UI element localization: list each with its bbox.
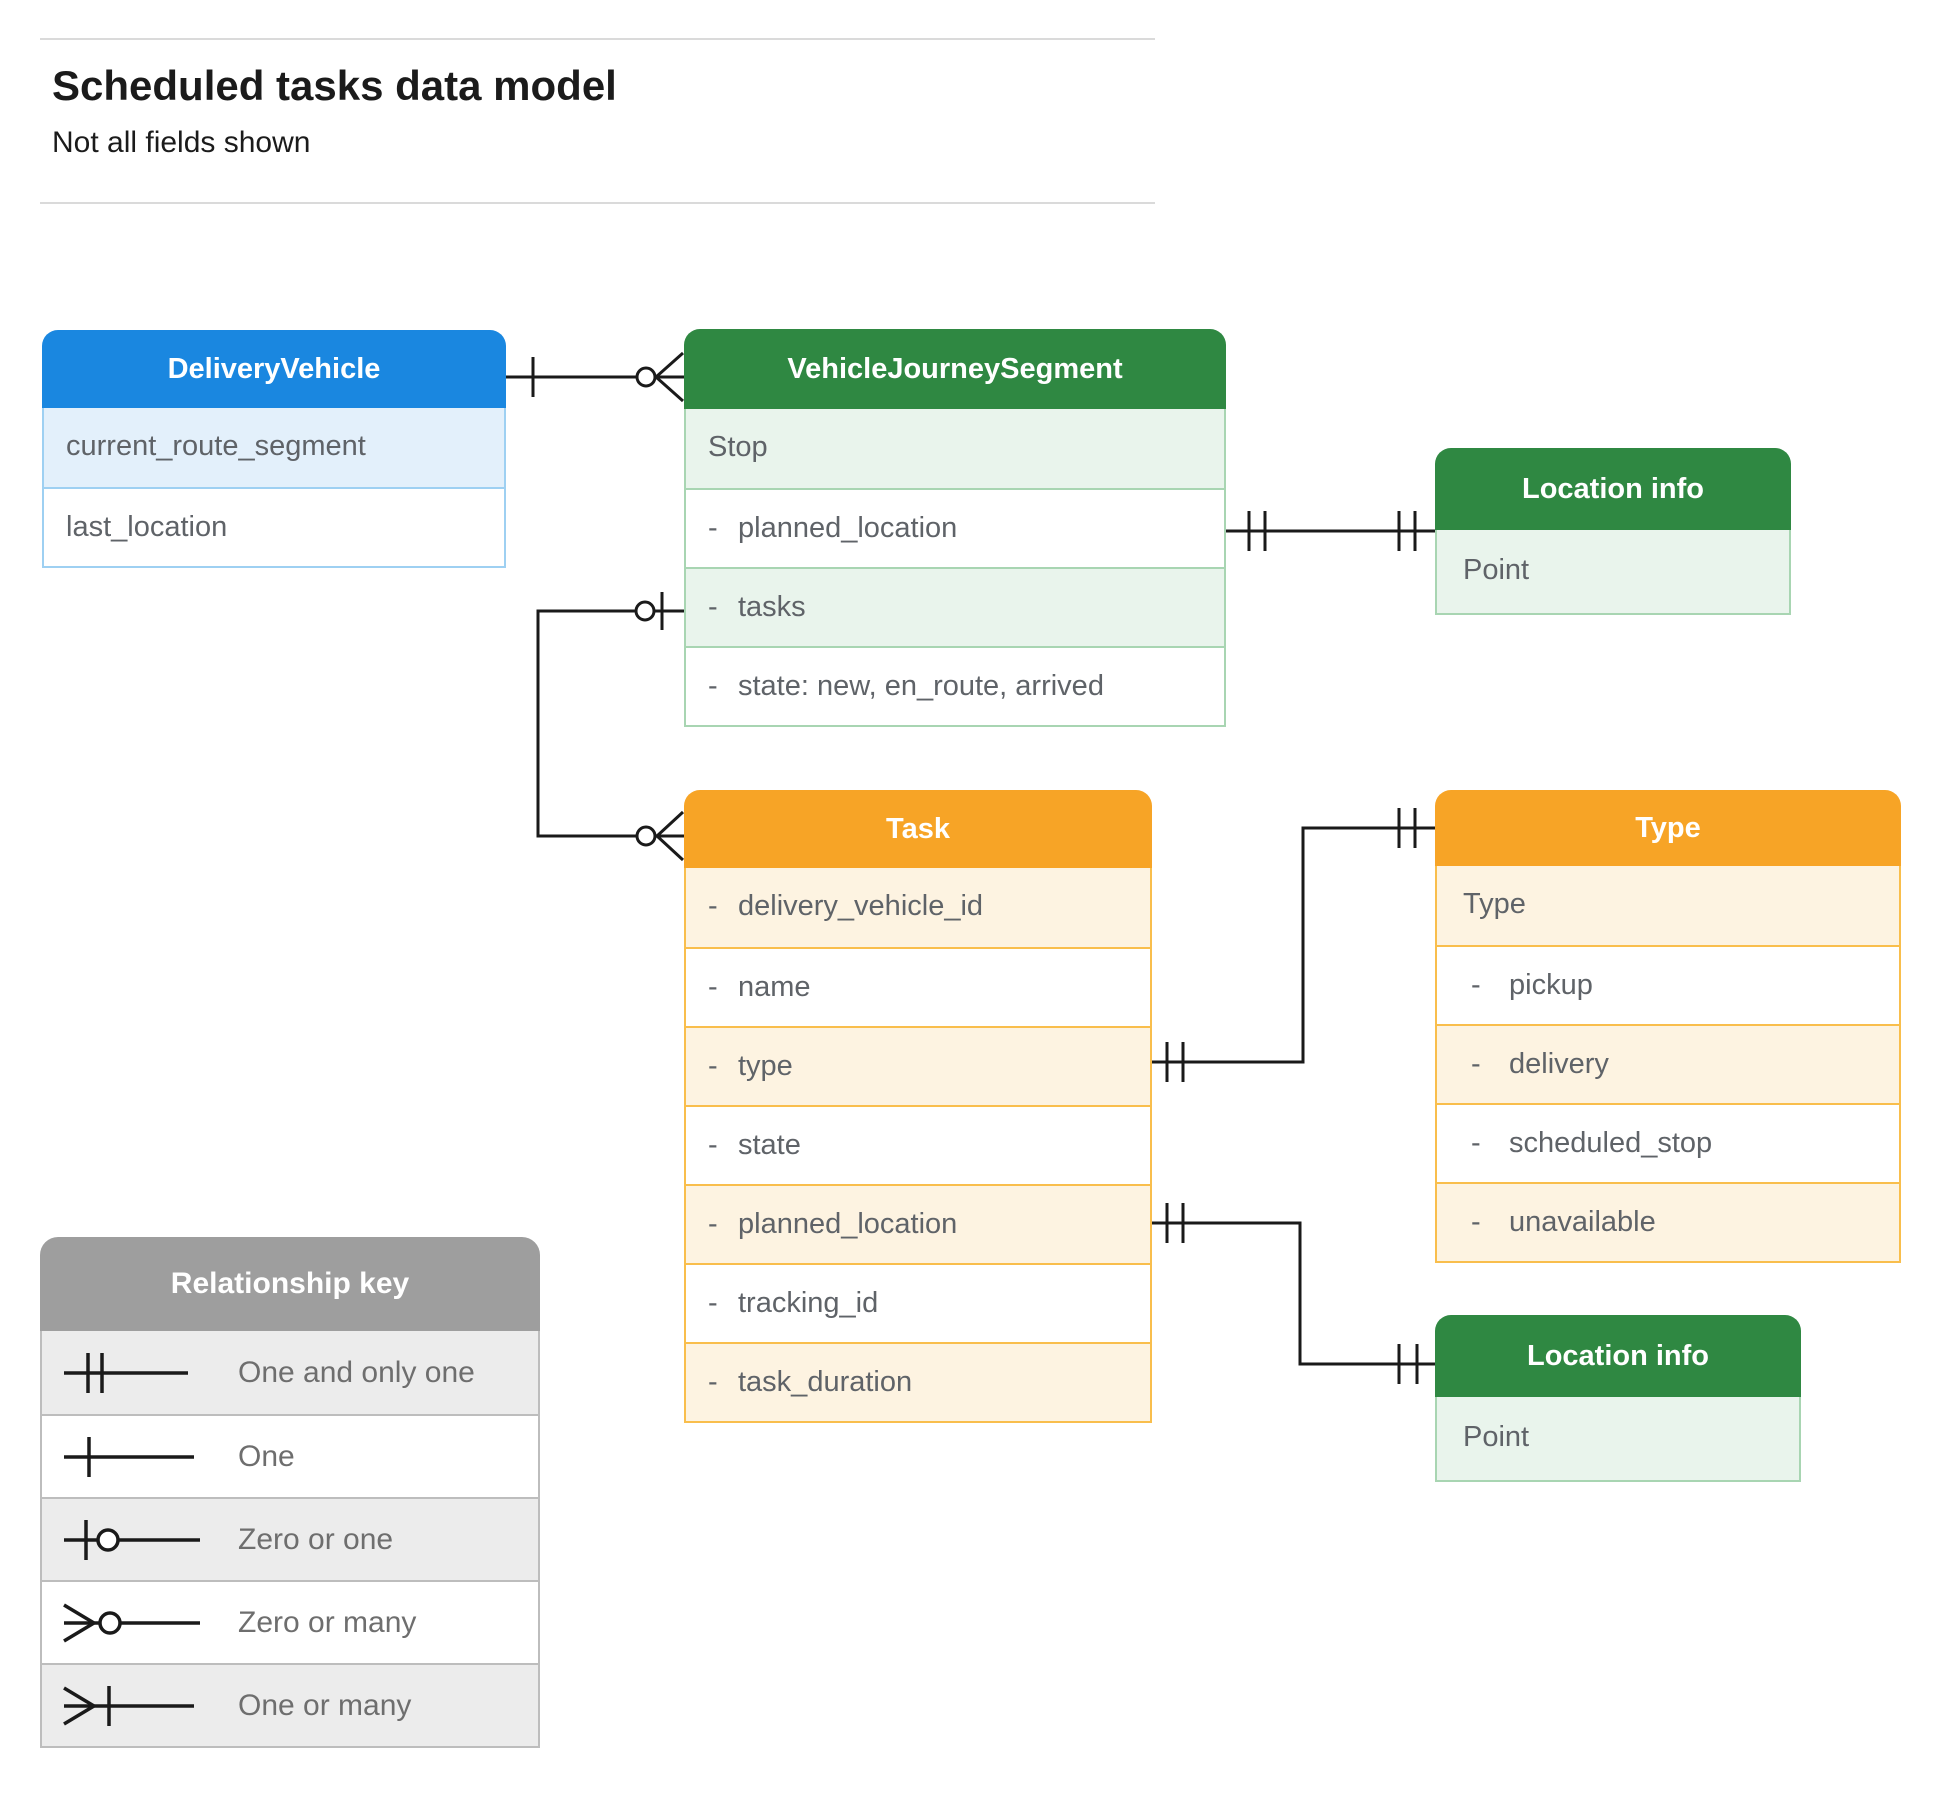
connector-tasks-to-task [536, 592, 685, 862]
field-pickup: -pickup [1437, 945, 1899, 1024]
legend-label: Zero or many [238, 1606, 417, 1639]
field-last-location: last_location [44, 487, 504, 566]
field-delivery: -delivery [1437, 1024, 1899, 1103]
field-state: -state [686, 1105, 1150, 1184]
one-and-only-one-icon [64, 1352, 188, 1393]
field-scheduled-stop: -scheduled_stop [1437, 1103, 1899, 1182]
connector-tasktype-to-type [1152, 808, 1435, 1082]
legend-item-one-or-many: One or many [42, 1663, 538, 1746]
zero-or-many-icon [63, 1602, 200, 1643]
legend-item-one-and-only-one: One and only one [42, 1331, 538, 1414]
field-tasks: -tasks [686, 567, 1224, 646]
title-divider [40, 202, 1155, 204]
entity-location-info-bottom: Location info Point [1435, 1315, 1801, 1482]
relationship-key-body: One and only one One Zero or one Zero or… [40, 1331, 540, 1748]
entity-type: Type Type -pickup -delivery -scheduled_s… [1435, 790, 1901, 1263]
connector-taskplannedlocation-to-locationinfo-bottom [1152, 1203, 1435, 1384]
entity-task: Task -delivery_vehicle_id -name -type -s… [684, 790, 1152, 1423]
page-subtitle: Not all fields shown [52, 126, 311, 159]
one-icon [64, 1436, 194, 1477]
field-task-duration: -task_duration [686, 1342, 1150, 1421]
field-current-route-segment: current_route_segment [44, 408, 504, 487]
field-state: -state: new, en_route, arrived [686, 646, 1224, 725]
one-or-many-icon [63, 1685, 194, 1726]
zero-or-one-icon [64, 1519, 200, 1560]
entity-type-body: Type -pickup -delivery -scheduled_stop -… [1435, 866, 1901, 1263]
field-planned-location: -planned_location [686, 1184, 1150, 1263]
entity-location-info-bottom-title: Location info [1435, 1315, 1801, 1397]
connector-plannedlocation-to-locationinfo-top [1226, 511, 1435, 551]
field-delivery-vehicle-id: -delivery_vehicle_id [686, 868, 1150, 947]
legend-label: Zero or one [238, 1523, 394, 1556]
field-unavailable: -unavailable [1437, 1182, 1899, 1261]
entity-type-title: Type [1435, 790, 1901, 866]
page-title: Scheduled tasks data model [52, 62, 617, 109]
legend-item-one: One [42, 1414, 538, 1497]
legend-label: One and only one [238, 1356, 475, 1389]
field-type: -type [686, 1026, 1150, 1105]
legend-label: One [238, 1440, 295, 1473]
entity-vehicle-journey-segment: VehicleJourneySegment Stop -planned_loca… [684, 329, 1226, 727]
entity-vehicle-journey-segment-body: Stop -planned_location -tasks -state: ne… [684, 409, 1226, 727]
entity-vehicle-journey-segment-title: VehicleJourneySegment [684, 329, 1226, 409]
field-type-header: Type [1437, 866, 1899, 945]
field-point: Point [1437, 1397, 1799, 1480]
entity-delivery-vehicle-body: current_route_segment last_location [42, 408, 506, 568]
legend-item-zero-or-many: Zero or many [42, 1580, 538, 1663]
field-point: Point [1437, 530, 1789, 613]
relationship-key-title: Relationship key [40, 1237, 540, 1331]
entity-delivery-vehicle-title: DeliveryVehicle [42, 330, 506, 408]
field-planned-location: -planned_location [686, 488, 1224, 567]
legend-item-zero-or-one: Zero or one [42, 1497, 538, 1580]
field-tracking-id: -tracking_id [686, 1263, 1150, 1342]
top-divider [40, 38, 1155, 40]
entity-location-info-bottom-body: Point [1435, 1397, 1801, 1482]
entity-task-body: -delivery_vehicle_id -name -type -state … [684, 868, 1152, 1423]
field-stop: Stop [686, 409, 1224, 488]
entity-location-info-top-body: Point [1435, 530, 1791, 615]
legend-label: One or many [238, 1689, 412, 1722]
entity-task-title: Task [684, 790, 1152, 868]
relationship-key: Relationship key One and only one One Ze… [40, 1237, 540, 1748]
entity-delivery-vehicle: DeliveryVehicle current_route_segment la… [42, 330, 506, 568]
entity-location-info-top-title: Location info [1435, 448, 1791, 530]
connector-deliveryvehicle-to-vehiclejourneysegment [506, 351, 684, 403]
field-name: -name [686, 947, 1150, 1026]
entity-location-info-top: Location info Point [1435, 448, 1791, 615]
